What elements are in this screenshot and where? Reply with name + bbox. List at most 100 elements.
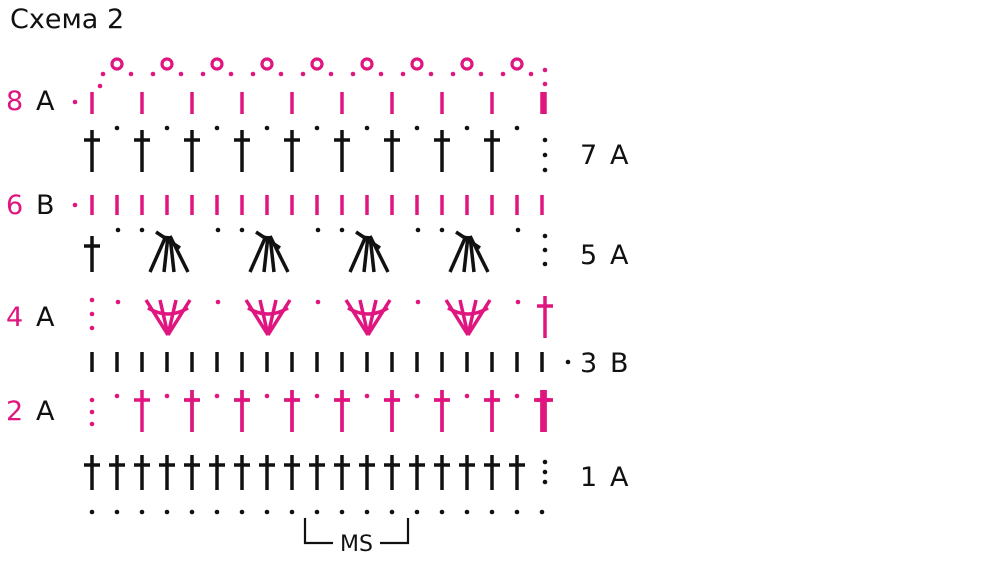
turning-chain-dot [89, 325, 95, 331]
turning-chain-dot [542, 261, 548, 267]
turning-chain-dot [89, 397, 95, 403]
chain-dot [128, 71, 134, 77]
picot-symbol [460, 57, 474, 71]
chain-dot [450, 71, 456, 77]
chain-dot [228, 71, 234, 77]
chain-dot [178, 71, 184, 77]
chain-dot [328, 71, 334, 77]
cluster-stitch [448, 235, 468, 273]
fan-stitch [166, 299, 192, 336]
fan-stitch [444, 299, 470, 336]
fan-stitch [366, 299, 392, 336]
fan-stitch [466, 299, 478, 336]
chain-dot [515, 227, 521, 233]
chain-dot [364, 393, 370, 399]
chain-dot [339, 227, 345, 233]
chain-dot [315, 227, 321, 233]
cluster-stitch [348, 235, 368, 273]
chain-dot [115, 227, 121, 233]
chain-dot [350, 71, 356, 77]
foundation-chain-dot [364, 509, 370, 515]
row-number-1: 1 [580, 462, 598, 493]
foundation-chain-dot [214, 509, 220, 515]
chain-dot [214, 125, 220, 131]
chain-dot [415, 227, 421, 233]
turning-chain-dot [542, 152, 548, 158]
chain-dot [528, 71, 534, 77]
picot-symbol [110, 57, 124, 71]
foundation-chain-dot [539, 509, 545, 515]
chain-dot [200, 71, 206, 77]
chain-dot [378, 71, 384, 77]
cluster-stitch [262, 235, 270, 273]
chain-dot [500, 71, 506, 77]
fan-stitch [366, 299, 378, 336]
row-number-8: 8 [6, 86, 24, 117]
fan-stitch [158, 299, 170, 336]
foundation-chain-dot [239, 509, 245, 515]
chain-dot [239, 227, 245, 233]
foundation-chain-dot [489, 509, 495, 515]
cluster-top [155, 230, 181, 250]
foundation-chain-dot [414, 509, 420, 515]
repeat-bracket-right [380, 518, 410, 545]
foundation-chain-dot [464, 509, 470, 515]
foundation-chain-dot [289, 509, 295, 515]
turning-chain-dot [89, 421, 95, 427]
chain-dot [364, 125, 370, 131]
turning-chain-dot [72, 202, 78, 208]
chain-dot [439, 227, 445, 233]
foundation-chain-dot [439, 509, 445, 515]
turning-chain-dot [542, 479, 548, 485]
foundation-chain-dot [164, 509, 170, 515]
chain-dot [150, 71, 156, 77]
cluster-stitch [248, 235, 268, 273]
fan-stitch [244, 299, 270, 336]
row-yarn-3: B [610, 348, 629, 379]
turning-chain-dot [565, 359, 571, 365]
row-number-3: 3 [580, 348, 598, 379]
chain-dot [414, 393, 420, 399]
cluster-stitch [462, 235, 470, 273]
fan-arc [447, 306, 489, 316]
chain-dot [542, 81, 548, 87]
turning-chain-dot [542, 137, 548, 143]
chain-dot [114, 393, 120, 399]
chain-dot [514, 125, 520, 131]
cluster-stitch [162, 235, 170, 273]
row-yarn-1: A [610, 462, 629, 493]
foundation-chain-dot [314, 509, 320, 515]
foundation-chain-dot [189, 509, 195, 515]
picot-symbol [210, 57, 224, 71]
fan-stitch [344, 299, 370, 336]
foundation-chain-dot [389, 509, 395, 515]
foundation-chain-dot [514, 509, 520, 515]
foundation-chain-dot [114, 509, 120, 515]
chain-dot [514, 393, 520, 399]
fan-stitch [258, 299, 270, 336]
row-yarn-6: B [36, 190, 55, 221]
chain-dot [100, 71, 106, 77]
cluster-stitch [148, 235, 168, 273]
turning-chain-dot [542, 247, 548, 253]
foundation-chain-dot [89, 509, 95, 515]
fan-arc [147, 306, 189, 316]
cluster-top [255, 230, 281, 250]
chain-dot [264, 393, 270, 399]
turning-chain-dot [542, 459, 548, 465]
chain-dot [278, 71, 284, 77]
cluster-top [455, 230, 481, 250]
chain-dot [464, 393, 470, 399]
chain-dot [515, 299, 521, 305]
chain-dot [428, 71, 434, 77]
repeat-bracket-left [303, 518, 333, 545]
fan-stitch [166, 299, 178, 336]
chain-dot [115, 299, 121, 305]
turning-chain-dot [89, 409, 95, 415]
picot-symbol [360, 57, 374, 71]
